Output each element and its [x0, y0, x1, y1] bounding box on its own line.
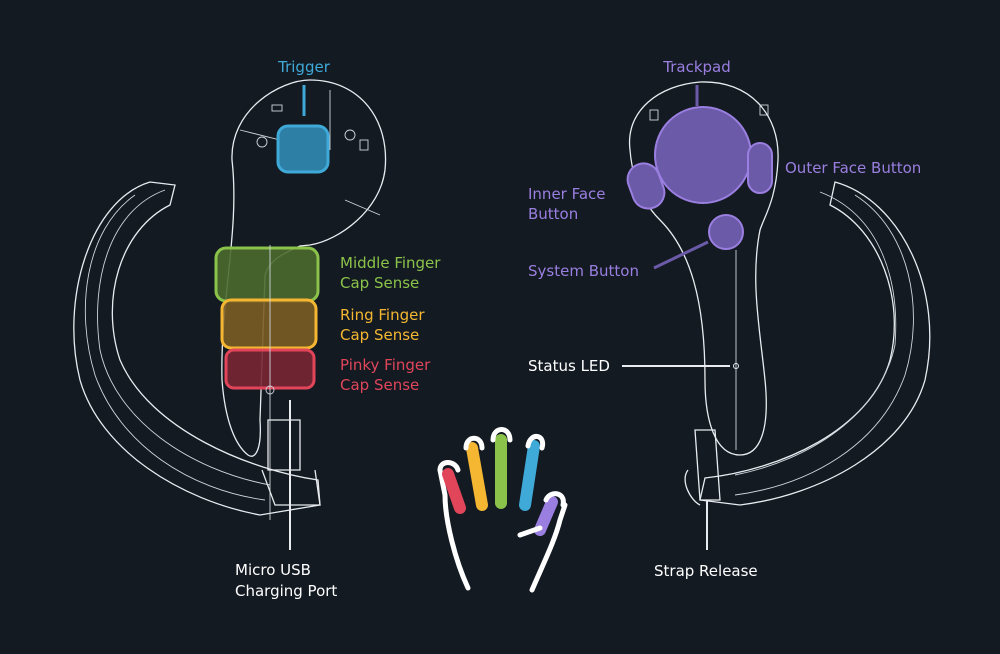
left-controller — [73, 79, 387, 550]
trackpad-highlight — [654, 106, 752, 204]
pinky-finger-label: Pinky Finger Cap Sense — [340, 356, 435, 394]
usb-port-label: Micro USB Charging Port — [235, 561, 337, 600]
middle-finger-label: Middle Finger Cap Sense — [340, 254, 445, 292]
ring-finger-zone — [220, 298, 318, 350]
inner-face-button-label: Inner Face Button — [528, 185, 610, 223]
hand-icon — [437, 427, 568, 593]
status-led-label: Status LED — [528, 357, 610, 375]
right-controller — [622, 81, 931, 550]
system-button-highlight — [708, 214, 744, 250]
trigger-label: Trigger — [277, 58, 331, 76]
system-button-label: System Button — [528, 262, 639, 280]
trigger-highlight — [276, 124, 330, 174]
right-head — [628, 81, 779, 456]
outer-face-button-label: Outer Face Button — [785, 159, 921, 177]
right-strap — [699, 181, 931, 506]
trackpad-label: Trackpad — [662, 58, 731, 76]
middle-finger-zone — [214, 246, 320, 303]
ring-finger-label: Ring Finger Cap Sense — [340, 306, 429, 344]
strap-release-label: Strap Release — [654, 562, 758, 580]
inner-face-button-highlight — [626, 162, 666, 210]
outer-face-button-highlight — [747, 142, 773, 194]
